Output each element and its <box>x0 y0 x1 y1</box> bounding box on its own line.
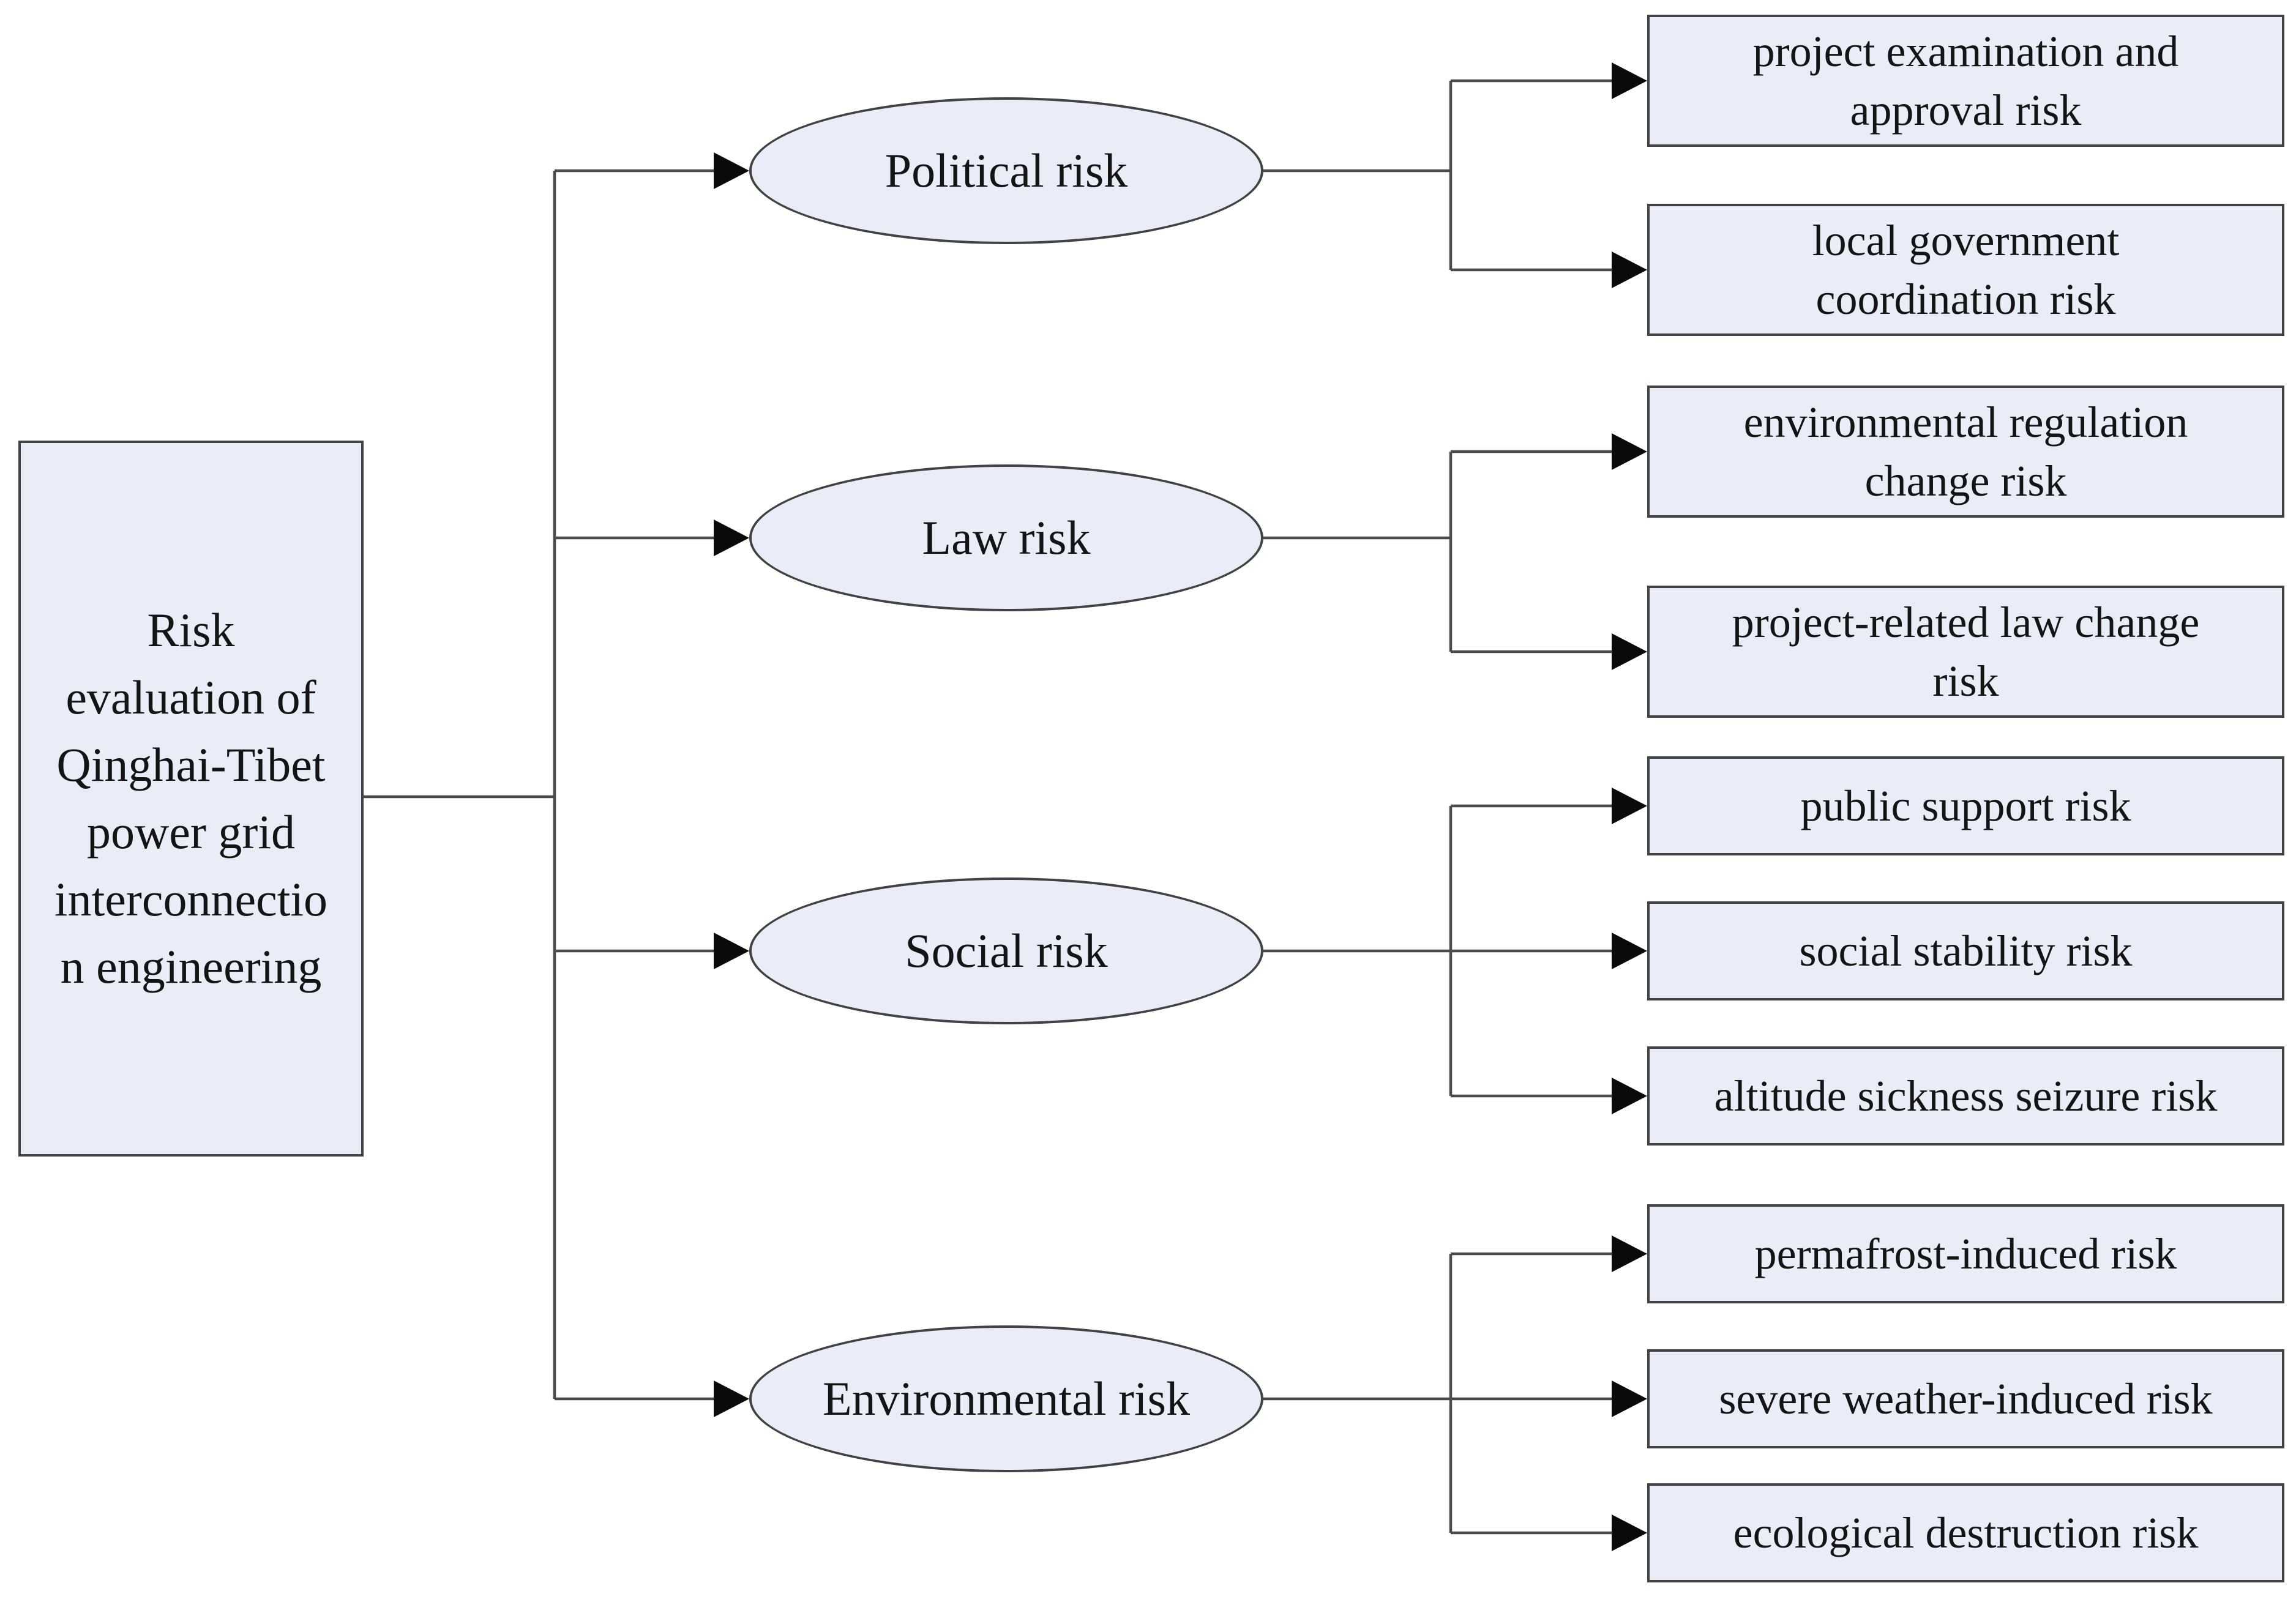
ellipse-political-risk: Political risk <box>749 97 1263 244</box>
leaf-local-government-coordination-risk: local government coordination risk <box>1647 204 2284 336</box>
category-label: Social risk <box>905 924 1108 977</box>
leaf-label-line: risk <box>1932 657 1999 706</box>
leaf-label-line: altitude sickness seizure risk <box>1714 1071 2218 1120</box>
leaf-label-line: approval risk <box>1850 86 2082 135</box>
category-label: Environmental risk <box>822 1372 1191 1425</box>
root-label-line: interconnectio <box>54 873 328 926</box>
ellipse-environmental-risk: Environmental risk <box>749 1325 1263 1472</box>
category-label: Law risk <box>922 511 1091 564</box>
leaf-label-line: change risk <box>1864 456 2067 505</box>
category-label: Political risk <box>884 144 1128 197</box>
leaf-permafrost-induced-risk: permafrost-induced risk <box>1647 1204 2284 1303</box>
leaf-label-line: coordination risk <box>1815 275 2116 324</box>
root-label-line: Risk <box>147 603 235 657</box>
leaf-public-support-risk: public support risk <box>1647 756 2284 855</box>
root-label-line: Qinghai-Tibet <box>56 738 326 791</box>
leaf-label-line: project examination and <box>1752 27 2179 76</box>
leaf-label-line: permafrost-induced risk <box>1754 1229 2177 1278</box>
connector-branch-social <box>1263 804 1614 1098</box>
leaf-environmental-regulation-change-risk: environmental regulation change risk <box>1647 386 2284 518</box>
leaf-label-line: severe weather-induced risk <box>1719 1374 2213 1423</box>
leaf-altitude-sickness-seizure-risk: altitude sickness seizure risk <box>1647 1046 2284 1146</box>
leaf-label-line: ecological destruction risk <box>1733 1508 2199 1557</box>
ellipse-social-risk: Social risk <box>749 877 1263 1024</box>
connector-branch-political <box>1263 79 1614 272</box>
root-node: Risk evaluation of Qinghai-Tibet power g… <box>18 441 364 1157</box>
leaf-social-stability-risk: social stability risk <box>1647 901 2284 1000</box>
leaf-label-line: environmental regulation <box>1743 398 2188 447</box>
root-label-line: n engineering <box>60 940 322 993</box>
leaf-label-line: social stability risk <box>1799 926 2133 975</box>
leaf-label-line: public support risk <box>1800 781 2131 830</box>
leaf-project-related-law-change-risk: project-related law change risk <box>1647 586 2284 718</box>
connector-branch-environmental <box>1263 1252 1614 1535</box>
root-label-line: evaluation of <box>65 671 316 724</box>
leaf-project-examination-and-approval-risk: project examination and approval risk <box>1647 15 2284 147</box>
leaf-severe-weather-induced-risk: severe weather-induced risk <box>1647 1349 2284 1448</box>
connector-root-trunk <box>364 169 717 1401</box>
root-label-line: power grid <box>86 805 296 859</box>
connector-branch-law <box>1263 450 1614 654</box>
ellipse-law-risk: Law risk <box>749 464 1263 611</box>
leaf-label-line: project-related law change <box>1732 598 2200 647</box>
leaf-ecological-destruction-risk: ecological destruction risk <box>1647 1483 2284 1582</box>
leaf-label-line: local government <box>1812 216 2120 265</box>
